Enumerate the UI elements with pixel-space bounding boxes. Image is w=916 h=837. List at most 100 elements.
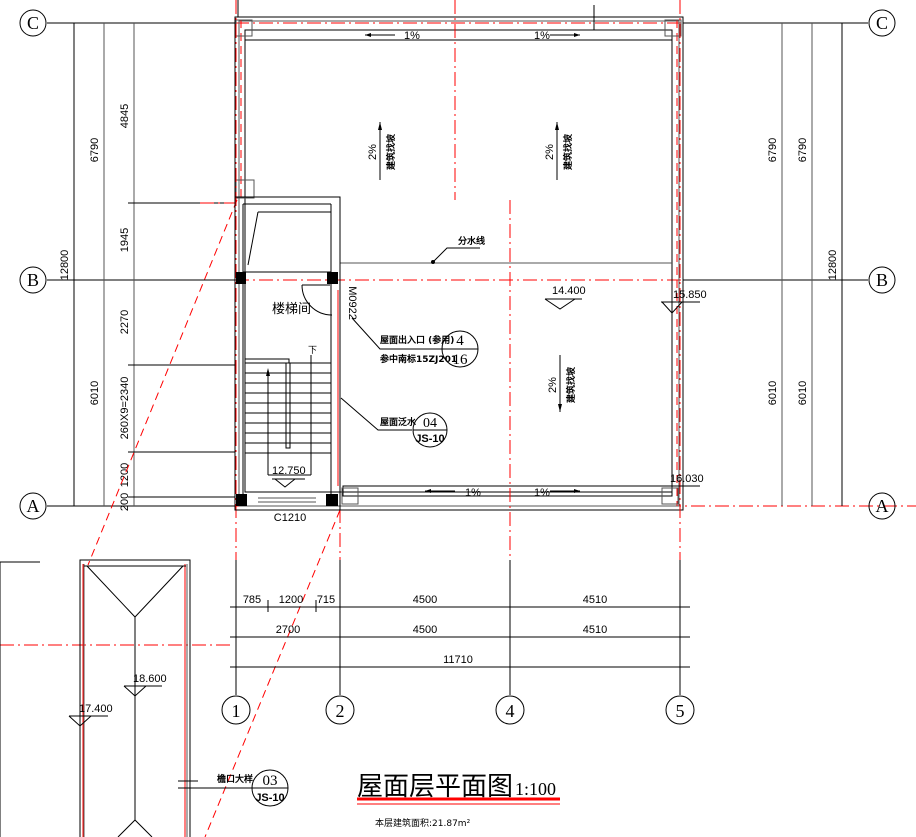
column: [236, 272, 246, 284]
column: [327, 272, 338, 284]
dim-label: 12800: [827, 250, 839, 281]
roof-slope-1: 2% 建筑找坡: [367, 122, 397, 180]
callout-label: 屋面泛水: [380, 416, 417, 428]
roof-drain-box: [235, 179, 255, 199]
dim-label: 200: [119, 493, 131, 511]
roof-slope-2: 2% 建筑找坡: [544, 122, 574, 180]
axis-label: A: [876, 496, 889, 516]
slope-label: 1%: [534, 30, 550, 42]
slope-note: 建筑找坡: [385, 133, 397, 170]
dim-label: 2270: [119, 310, 131, 334]
axis-label: 4: [506, 701, 515, 721]
dim-label: 1200: [279, 594, 303, 606]
callout-eave: 檐口大样 03 JS-10: [217, 769, 289, 807]
drawing-scale: 1:100: [515, 779, 556, 799]
callout-sub-label: 参中南标15ZJ201: [380, 353, 457, 365]
elevation-12750: 12.750: [272, 465, 306, 488]
elevation-16030: 16.030: [670, 473, 704, 487]
roof-drain-box: [341, 487, 359, 505]
slope-label: 2%: [547, 377, 559, 393]
elevation-15850: 15.850: [661, 289, 707, 314]
callout-top: 03: [263, 773, 278, 789]
dim-label: 4500: [413, 594, 437, 606]
callout-roof-access: 屋面出入口 (参用) 参中南标15ZJ201 4 16: [351, 317, 479, 368]
room-label: 楼梯间: [272, 302, 311, 317]
right-dimensions: 6790 6790 6010 6010 12800: [767, 23, 843, 506]
dim-label: 1945: [119, 228, 131, 252]
section-line: [204, 509, 341, 837]
slope-note: 建筑找坡: [562, 133, 574, 170]
stair-room: 楼梯间 M0922 C1210 下 12.750: [234, 196, 358, 524]
axis-label: 1: [232, 701, 241, 721]
elevation-label: 12.750: [272, 465, 306, 477]
dim-label: 6790: [89, 138, 101, 162]
dim-label: 6010: [767, 381, 779, 405]
axis-label: C: [876, 13, 888, 33]
callout-flashing: 屋面泛水 04 JS-10: [340, 397, 448, 448]
callout-label: 檐口大样: [217, 773, 253, 785]
area-note: 本层建筑面积:21.87m²: [375, 817, 471, 829]
dim-label: 6010: [89, 381, 101, 405]
column: [236, 494, 247, 506]
elevation-label: 17.400: [79, 703, 113, 715]
roof-slope-3: 2% 建筑找坡: [547, 355, 577, 412]
section-line: [87, 199, 238, 566]
axis-bubble-a-right: A: [868, 492, 896, 520]
elevation-18600: 18.600: [123, 673, 167, 697]
dim-label: 12800: [59, 250, 71, 281]
axis-bubble-a-left: A: [19, 492, 47, 520]
axis-label: C: [27, 13, 39, 33]
axis-bubble-b-right: B: [868, 266, 896, 294]
dim-label: 6790: [797, 138, 809, 162]
callout-bottom: 16: [453, 352, 469, 368]
slope-label: 1%: [534, 487, 550, 499]
bottom-dimensions: 785 1200 715 4500 4510 2700 4500 4510 11…: [230, 560, 690, 695]
door-label: M0922: [346, 286, 358, 320]
slope-label: 2%: [544, 144, 556, 160]
dim-label: 715: [317, 594, 335, 606]
callout-bottom: JS-10: [255, 792, 284, 804]
left-dimensions: 12800 6790 6010 4845 1945 2270 260X9=234…: [59, 23, 235, 511]
roof-drain-box: [664, 19, 682, 37]
elevation-label: 16.030: [670, 473, 704, 485]
elevation-label: 18.600: [133, 673, 167, 685]
callout-label: 屋面出入口 (参用): [380, 334, 454, 346]
elevation-14400: 14.400: [544, 285, 586, 310]
axis-label: A: [27, 496, 40, 516]
dim-label: 6790: [767, 138, 779, 162]
axis-bubble-4: 4: [495, 695, 525, 725]
slope-note: 建筑找坡: [565, 366, 577, 403]
dim-label: 4845: [119, 104, 131, 128]
dim-label: 6010: [797, 381, 809, 405]
axis-bubble-b-left: B: [19, 266, 47, 294]
dim-label: 4510: [583, 594, 607, 606]
axis-bubble-c-right: C: [868, 9, 896, 37]
dim-label: 11710: [443, 654, 473, 666]
callout-bottom: JS-10: [415, 433, 444, 445]
ridge-label: 分水线: [458, 235, 485, 247]
slope-label: 1%: [404, 30, 420, 42]
elevation-17400: 17.400: [68, 703, 113, 727]
drawing-title-block: 屋面层平面图 1:100 本层建筑面积:21.87m²: [357, 772, 560, 829]
slope-label: 1%: [465, 487, 481, 499]
axis-bubble-2: 2: [325, 695, 355, 725]
elevation-label: 14.400: [552, 285, 586, 297]
window-label: C1210: [274, 512, 306, 524]
down-label: 下: [308, 346, 317, 356]
elevation-label: 15.850: [673, 289, 707, 301]
dim-label: 4510: [583, 624, 607, 636]
eave-detail: [0, 559, 254, 837]
axis-label: B: [876, 270, 888, 290]
dim-label: 4500: [413, 624, 437, 636]
stair-treads: [244, 355, 331, 476]
column: [326, 494, 338, 506]
callout-top: 4: [456, 333, 464, 349]
dim-label: 2700: [276, 624, 300, 636]
dim-label: 260X9=2340: [119, 377, 131, 440]
axis-bubble-5: 5: [665, 695, 695, 725]
ridge-line: 分水线: [340, 235, 672, 264]
door-swing: [301, 284, 333, 316]
slope-label: 2%: [367, 144, 379, 160]
roof-drain-box: [235, 19, 253, 37]
